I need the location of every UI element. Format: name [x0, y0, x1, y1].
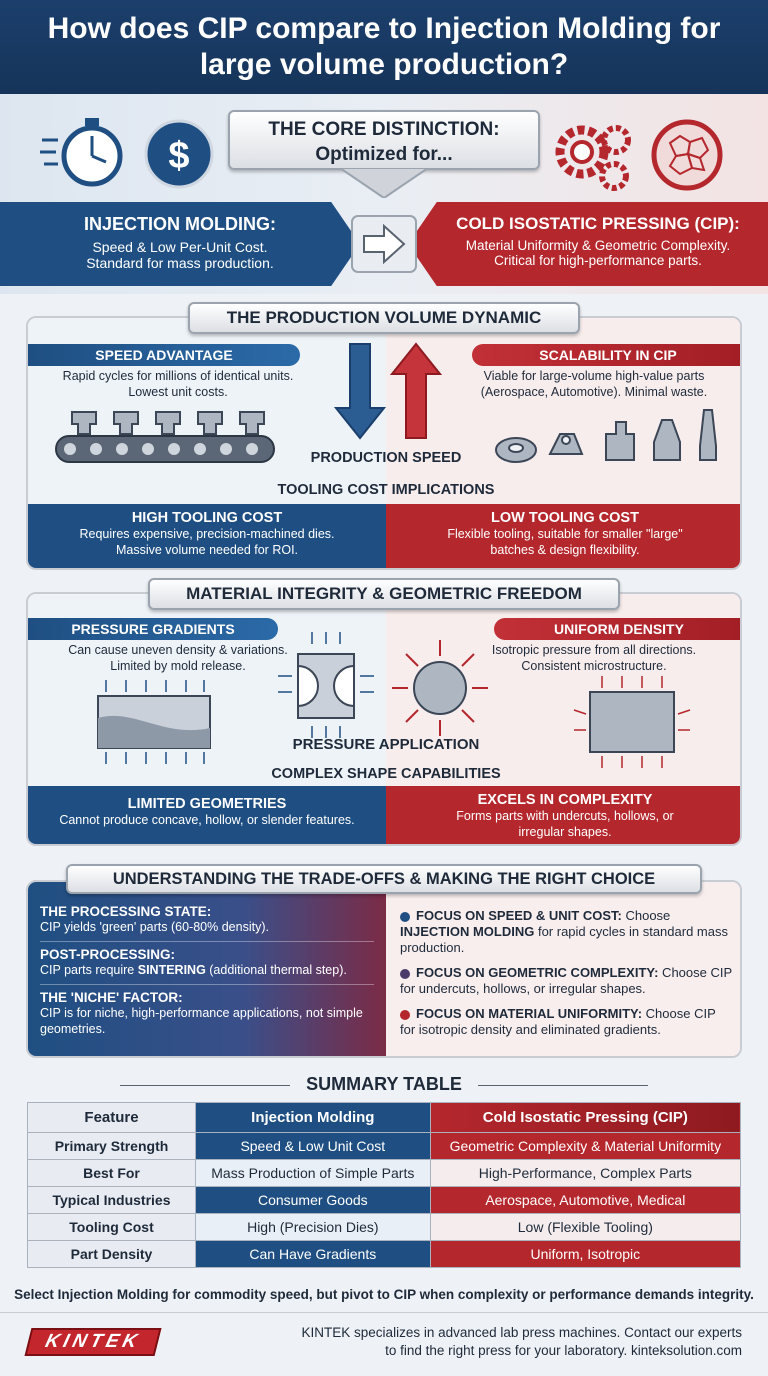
- footer-line2[interactable]: to find the right press for your laborat…: [385, 1343, 742, 1358]
- cip-title: COLD ISOSTATIC PRESSING (CIP):: [456, 214, 740, 233]
- speed-arrows: [333, 342, 443, 440]
- speed-advantage-line1: Rapid cycles for millions of identical u…: [62, 369, 294, 383]
- uniform-block-illustration: [573, 676, 691, 768]
- uniform-density-line1: Isotropic pressure from all directions.: [491, 643, 697, 657]
- cip-line1: Material Uniformity & Geometric Complexi…: [465, 238, 731, 253]
- core-subheading: Optimized for...: [315, 144, 453, 165]
- arrow-up-icon: [389, 342, 443, 439]
- speed-advantage-title: SPEED ADVANTAGE: [28, 344, 300, 366]
- material-section: LIMITED GEOMETRIES Cannot produce concav…: [26, 592, 742, 846]
- stopwatch-icon: [40, 118, 123, 187]
- tradeoffs-section: THE PROCESSING STATE: CIP yields 'green'…: [26, 880, 742, 1058]
- processing-state-title: THE PROCESSING STATE:: [40, 904, 212, 919]
- mold-illustration: [278, 632, 374, 738]
- cip-parts-illustration: [495, 409, 717, 463]
- pressure-gradients-line1: Can cause uneven density & variations.: [68, 643, 288, 657]
- tooling-cost-heading: TOOLING COST IMPLICATIONS: [277, 482, 495, 498]
- isostatic-sphere-illustration: [392, 640, 488, 736]
- low-tooling-line1: Flexible tooling, suitable for smaller "…: [447, 527, 683, 541]
- niche-factor-text: CIP is for niche, high-performance appli…: [40, 1006, 363, 1036]
- tradeoffs-heading: UNDERSTANDING THE TRADE-OFFS & MAKING TH…: [66, 864, 702, 894]
- cip-banner: COLD ISOSTATIC PRESSING (CIP): Material …: [408, 202, 768, 286]
- footer-text: KINTEK specializes in advanced lab press…: [262, 1324, 742, 1360]
- gears-icon: [555, 125, 631, 191]
- bullet-icon: [400, 911, 410, 922]
- pressure-application-label: PRESSURE APPLICATION: [292, 736, 480, 753]
- pressure-gradients-title: PRESSURE GRADIENTS: [28, 618, 278, 640]
- volume-heading: THE PRODUCTION VOLUME DYNAMIC: [188, 302, 580, 334]
- low-tooling-panel: LOW TOOLING COST Flexible tooling, suita…: [386, 504, 740, 568]
- limited-geometries-panel: LIMITED GEOMETRIES Cannot produce concav…: [28, 786, 386, 844]
- volume-section: HIGH TOOLING COST Requires expensive, pr…: [26, 316, 742, 570]
- low-tooling-line2: batches & design flexibility.: [490, 543, 640, 557]
- conveyor-illustration: [55, 411, 275, 463]
- arrow-down-icon: [333, 343, 387, 440]
- kintek-logo[interactable]: KINTEK: [24, 1328, 162, 1356]
- footer-line1: KINTEK specializes in advanced lab press…: [301, 1325, 742, 1340]
- page-title: How does CIP compare to Injection Moldin…: [47, 12, 721, 81]
- tradeoffs-right-panel: FOCUS ON SPEED & UNIT COST: Choose INJEC…: [386, 882, 740, 1056]
- speed-advantage-line2: Lowest unit costs.: [128, 385, 228, 399]
- table-row: Tooling Cost High (Precision Dies) Low (…: [27, 1213, 742, 1241]
- pressure-gradients-line2: Limited by mold release.: [110, 659, 246, 673]
- focus-speed-item: FOCUS ON SPEED & UNIT COST: Choose INJEC…: [400, 908, 728, 955]
- uniform-density-line2: Consistent microstructure.: [521, 659, 667, 673]
- limited-geometries-line1: Cannot produce concave, hollow, or slend…: [59, 813, 355, 827]
- dollar-icon: $: [144, 119, 214, 189]
- high-tooling-line1: Requires expensive, precision-machined d…: [79, 527, 335, 541]
- niche-factor-title: THE 'NICHE' FACTOR:: [40, 990, 183, 1005]
- bullet-icon: [400, 968, 410, 979]
- im-banner: INJECTION MOLDING: Speed & Low Per-Unit …: [0, 202, 360, 286]
- im-line2: Standard for mass production.: [86, 255, 274, 271]
- scalability-line2: (Aerospace, Automotive). Minimal waste.: [480, 385, 708, 399]
- table-row: Part Density Can Have Gradients Uniform,…: [27, 1240, 742, 1268]
- table-row: Primary Strength Speed & Low Unit Cost G…: [27, 1132, 742, 1160]
- summary-heading: SUMMARY TABLE: [306, 1074, 462, 1094]
- im-line1: Speed & Low Per-Unit Cost.: [92, 239, 268, 255]
- summary-table: Feature Injection Molding Cold Isostatic…: [27, 1102, 742, 1268]
- microstructure-icon: [651, 119, 723, 191]
- production-speed-label: PRODUCTION SPEED: [310, 450, 462, 466]
- table-header-row: Feature Injection Molding Cold Isostatic…: [27, 1102, 742, 1133]
- im-title: INJECTION MOLDING:: [84, 214, 276, 234]
- low-tooling-title: LOW TOOLING COST: [491, 510, 639, 526]
- post-processing-title: POST-PROCESSING:: [40, 947, 176, 962]
- title-band: How does CIP compare to Injection Moldin…: [0, 0, 768, 94]
- high-tooling-line2: Massive volume needed for ROI.: [115, 543, 299, 557]
- post-processing-text: CIP parts require SINTERING (additional …: [40, 962, 374, 985]
- scalability-title: SCALABILITY IN CIP: [472, 344, 740, 366]
- complex-shape-heading: COMPLEX SHAPE CAPABILITIES: [271, 766, 501, 782]
- table-row: Typical Industries Consumer Goods Aerosp…: [27, 1186, 742, 1214]
- cip-line2: Critical for high-performance parts.: [494, 253, 702, 268]
- core-heading: THE CORE DISTINCTION:: [268, 119, 500, 140]
- gradient-illustration: [97, 680, 211, 764]
- excels-complexity-title: EXCELS IN COMPLEXITY: [477, 792, 653, 808]
- focus-uniformity-item: FOCUS ON MATERIAL UNIFORMITY: Choose CIP…: [400, 1006, 716, 1037]
- processing-state-text: CIP yields 'green' parts (60-80% density…: [40, 919, 374, 942]
- tradeoffs-left-panel: THE PROCESSING STATE: CIP yields 'green'…: [28, 882, 386, 1056]
- core-pointer: [340, 168, 428, 198]
- high-tooling-panel: HIGH TOOLING COST Requires expensive, pr…: [28, 504, 386, 568]
- high-tooling-title: HIGH TOOLING COST: [131, 510, 283, 526]
- table-row: Best For Mass Production of Simple Parts…: [27, 1159, 742, 1187]
- bullet-icon: [400, 1009, 410, 1020]
- uniform-density-title: UNIFORM DENSITY: [494, 618, 740, 640]
- conclusion-text: Select Injection Molding for commodity s…: [14, 1287, 754, 1302]
- excels-complexity-line2: irregular shapes.: [518, 825, 612, 839]
- excels-complexity-panel: EXCELS IN COMPLEXITY Forms parts with un…: [386, 786, 740, 844]
- limited-geometries-title: LIMITED GEOMETRIES: [127, 796, 287, 812]
- focus-geometry-item: FOCUS ON GEOMETRIC COMPLEXITY: Choose CI…: [400, 965, 732, 996]
- core-distinction-pill: THE CORE DISTINCTION: Optimized for...: [228, 110, 540, 170]
- scalability-line1: Viable for large-volume high-value parts: [483, 369, 705, 383]
- arrow-right-icon: [351, 215, 417, 273]
- excels-complexity-line1: Forms parts with undercuts, hollows, or: [456, 809, 674, 823]
- material-heading: MATERIAL INTEGRITY & GEOMETRIC FREEDOM: [148, 578, 620, 610]
- svg-text:$: $: [168, 135, 189, 177]
